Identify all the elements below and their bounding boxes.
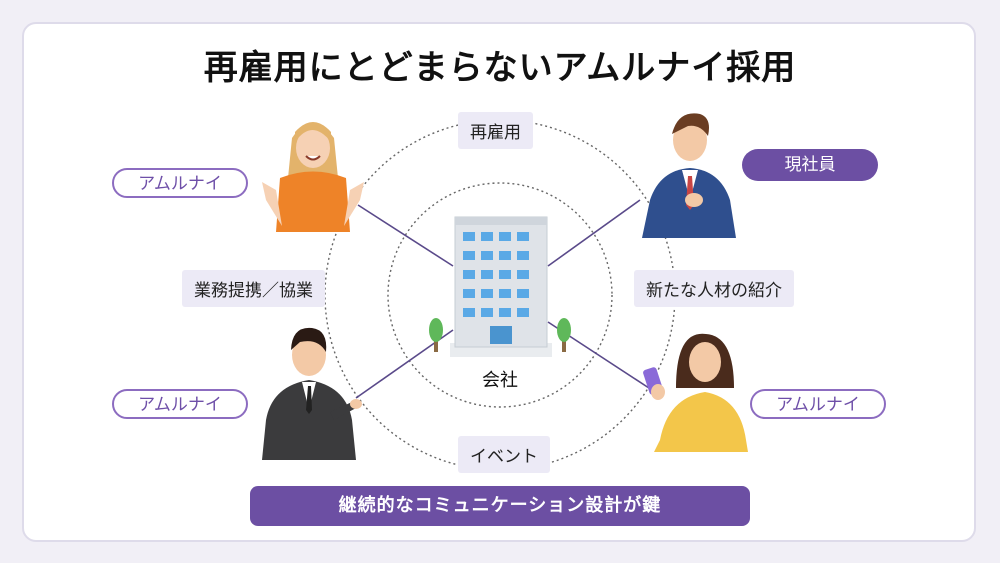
person-top-right-illustration bbox=[642, 113, 736, 238]
person-bottom-left-illustration bbox=[262, 327, 362, 460]
ring-label-bottom: イベント bbox=[458, 436, 550, 473]
tag-bottom-right: アムルナイ bbox=[750, 389, 886, 419]
connector-top-left bbox=[357, 204, 454, 267]
person-bottom-right-illustration bbox=[643, 333, 748, 452]
ring-label-right: 新たな人材の紹介 bbox=[634, 270, 794, 307]
tag-top-right: 現社員 bbox=[742, 149, 878, 181]
key-message-banner: 継続的なコミュニケーション設計が鍵 bbox=[250, 486, 750, 526]
connector-top-right bbox=[547, 199, 641, 267]
ring-label-top: 再雇用 bbox=[458, 112, 533, 149]
tag-bottom-left: アムルナイ bbox=[112, 389, 248, 419]
ring-label-left: 業務提携／協業 bbox=[182, 270, 325, 307]
company-label: 会社 bbox=[482, 370, 518, 391]
diagram-title: 再雇用にとどまらないアムルナイ採用 bbox=[203, 48, 797, 88]
person-top-left-illustration bbox=[262, 122, 364, 232]
inner-ring bbox=[387, 182, 613, 408]
building-icon bbox=[429, 216, 571, 357]
tag-top-left: アムルナイ bbox=[112, 168, 248, 198]
